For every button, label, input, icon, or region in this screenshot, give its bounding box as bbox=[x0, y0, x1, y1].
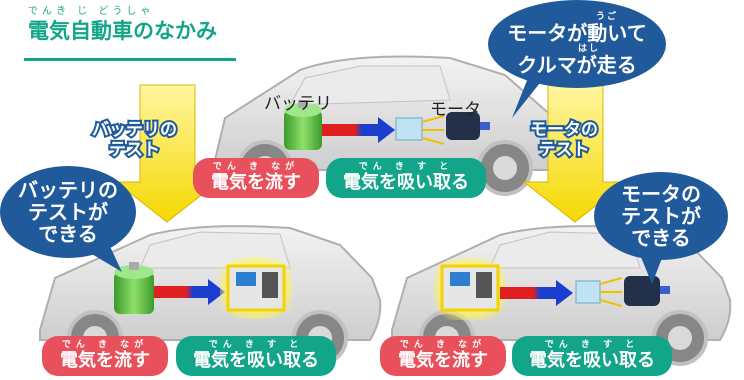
tag-absorb-current-top: でん き す と 電気を吸い取る bbox=[326, 158, 486, 198]
bottom-left-current-arrow bbox=[154, 279, 225, 305]
title-underline bbox=[24, 58, 236, 61]
page-title-block: でんき じ どうしゃ 電気自動車のなかみ bbox=[28, 6, 217, 44]
tag-absorb-current-right: でん き す と 電気を吸い取る bbox=[512, 336, 672, 376]
tag-send-current-left: でん き なが 電気を流す bbox=[42, 336, 168, 376]
bottom-right-motor-icon bbox=[575, 276, 670, 307]
motor-label: モータ bbox=[430, 100, 481, 120]
left-arrow-label: バッテリの テスト bbox=[90, 118, 179, 162]
top-battery-icon bbox=[284, 100, 322, 150]
bottom-right-current-arrow bbox=[500, 280, 573, 306]
tag-absorb-current-left: でん き す と 電気を吸い取る bbox=[176, 336, 336, 376]
bubble-battery-test: バッテリの テストが できる bbox=[0, 166, 136, 258]
title-ruby: でんき じ どうしゃ bbox=[28, 6, 155, 17]
bottom-left-tester-icon bbox=[220, 257, 292, 319]
bottom-left-battery-icon bbox=[114, 262, 154, 314]
battery-label: バッテリ bbox=[264, 94, 332, 114]
bubble-motor-test: モータの テストが できる bbox=[594, 172, 728, 260]
top-current-arrow bbox=[322, 117, 395, 143]
left-yellow-arrow bbox=[114, 84, 220, 223]
tag-send-current-right: でん き なが 電気を流す bbox=[380, 336, 506, 376]
top-motor-icon bbox=[395, 112, 490, 145]
right-arrow-label: モータの テスト bbox=[528, 118, 600, 162]
bubble-motor-drives: うご モータが動いて はし クルマが走る bbox=[488, 0, 666, 88]
bottom-right-tester-icon bbox=[434, 258, 506, 320]
page-title: 電気自動車のなかみ bbox=[28, 19, 217, 43]
tag-send-current-top: でん き なが 電気を流す bbox=[193, 158, 319, 198]
